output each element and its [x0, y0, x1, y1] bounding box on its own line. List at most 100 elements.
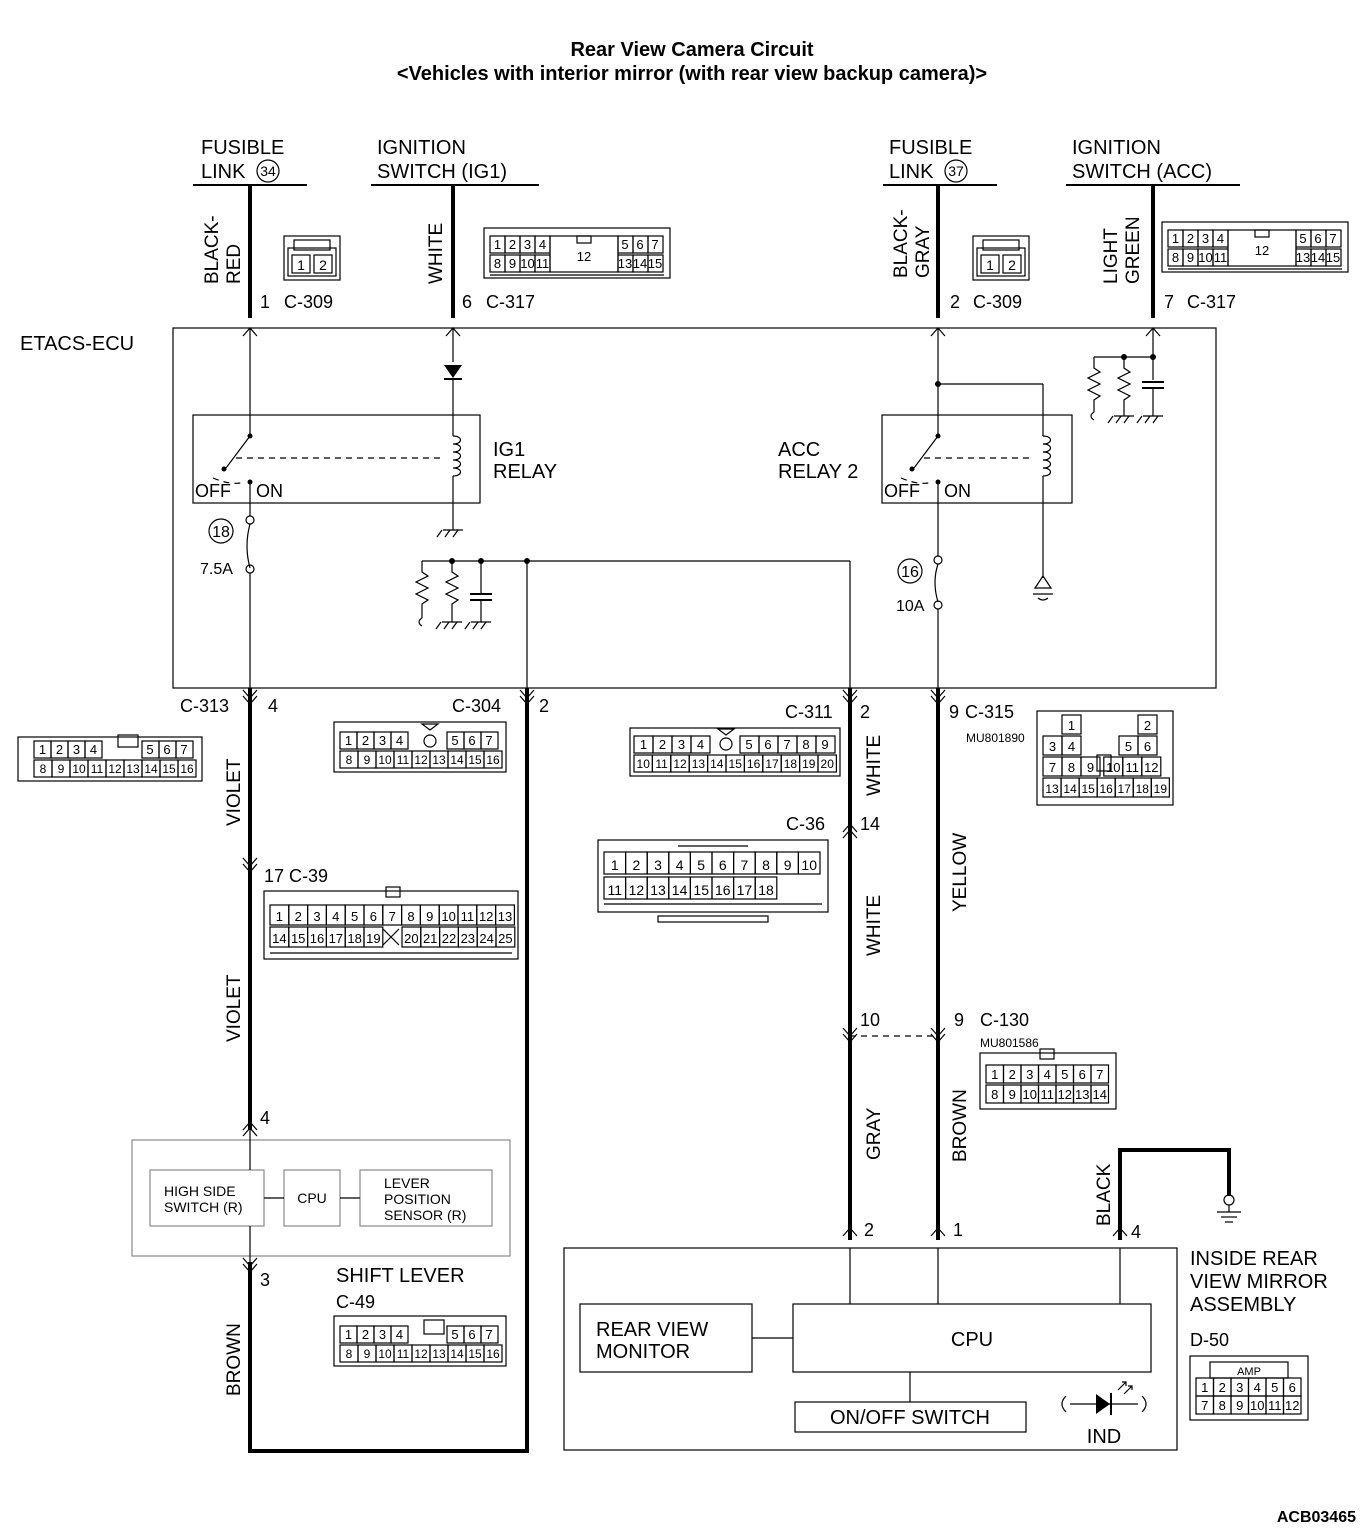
- pin-number: 3: [1202, 231, 1209, 246]
- pin-label: 2: [860, 702, 870, 722]
- pin-number: 13: [498, 909, 512, 924]
- pin-number: 15: [162, 762, 176, 776]
- pin-number: 9: [509, 256, 516, 271]
- svg-text:IGNITION: IGNITION: [1072, 137, 1161, 159]
- pin-number: 10: [520, 256, 534, 271]
- pin-number: 12: [414, 1347, 428, 1361]
- pin-number: 5: [351, 909, 358, 924]
- pin-number: 3: [73, 742, 80, 757]
- pin-number: 13: [650, 882, 666, 898]
- pin-number: 14: [1093, 1087, 1107, 1102]
- pin-number: 2: [633, 857, 641, 873]
- svg-text:ON: ON: [944, 481, 971, 501]
- pin-number: 11: [1268, 1398, 1282, 1413]
- part-number: MU801890: [966, 731, 1025, 745]
- pin-number: 22: [442, 931, 456, 946]
- mirror-cpu-box: [792, 1303, 1152, 1373]
- pin-number: 6: [1289, 1380, 1296, 1395]
- pin-number: 17: [329, 931, 343, 946]
- pin-number: 12: [108, 762, 122, 776]
- pin-label: 3: [260, 1270, 270, 1290]
- svg-text:POSITION: POSITION: [384, 1191, 451, 1207]
- connector-label-c315: C-315: [965, 702, 1014, 722]
- pin-number: 15: [468, 1347, 482, 1361]
- pin-number: 11: [397, 1347, 410, 1361]
- svg-text:SWITCH (IG1): SWITCH (IG1): [377, 161, 507, 183]
- source-ignition-switch-acc: IGNITION SWITCH (ACC): [1066, 137, 1240, 186]
- pin-number: 4: [676, 857, 684, 873]
- source-ignition-switch-ig1: IGNITION SWITCH (IG1): [371, 137, 539, 186]
- pin-number: 1: [345, 1327, 352, 1342]
- pin-number: 20: [404, 931, 418, 946]
- pin-number: 10: [378, 1347, 392, 1361]
- pin-number: 11: [608, 882, 623, 898]
- pin-number: 14: [1311, 250, 1325, 265]
- pin-number: 21: [423, 931, 437, 946]
- etacs-top-terminals: [242, 327, 1161, 337]
- pin-number: 16: [180, 762, 194, 776]
- pin-number: 18: [347, 931, 361, 946]
- shift-lever-assembly: HIGH SIDE SWITCH (R) CPU LEVER POSITION …: [131, 1130, 511, 1262]
- transistor-ground-icon: [1033, 574, 1053, 589]
- pin-number: 4: [539, 237, 546, 252]
- svg-text:VIEW MIRROR: VIEW MIRROR: [1190, 1271, 1328, 1293]
- pin-number: 7: [485, 733, 492, 748]
- etacs-ecu-label: ETACS-ECU: [20, 333, 134, 355]
- pin-number: 8: [802, 737, 809, 752]
- pin-number: 10: [637, 757, 651, 771]
- connector-label-c49: C-49: [336, 1292, 375, 1312]
- pin-number: 19: [1154, 782, 1168, 796]
- pin-number: 3: [379, 1327, 386, 1342]
- pin-number: 1: [39, 742, 46, 757]
- pin-number: 7: [180, 742, 187, 757]
- svg-text:1: 1: [986, 257, 994, 273]
- pin-number: 3: [1049, 739, 1056, 754]
- pin-number: 4: [332, 909, 339, 924]
- ig1-relay-circuit: OFF ON IG1 RELAY 18 7.5A: [192, 328, 557, 688]
- pin-number: 4: [1044, 1067, 1051, 1082]
- pin-number: 25: [498, 931, 512, 946]
- inside-rear-view-mirror-assembly: REAR VIEW MONITOR CPU ON/OFF SWITCH IND: [563, 1247, 1178, 1451]
- pin-number: 16: [486, 753, 500, 767]
- pin-number: 2: [362, 1327, 369, 1342]
- pin-number: 1: [1201, 1380, 1208, 1395]
- etacs-bottom-terminals: [242, 689, 946, 705]
- pin-number: 7: [1201, 1398, 1208, 1413]
- pin-number: 14: [450, 1347, 464, 1361]
- pin-number: 9: [1187, 250, 1194, 265]
- pin-number: 17: [765, 757, 779, 771]
- pin-number: 5: [697, 857, 705, 873]
- pin-number: 1: [991, 1067, 998, 1082]
- svg-text:FUSIBLE: FUSIBLE: [201, 137, 284, 159]
- pin-number: 15: [1326, 250, 1340, 265]
- pin-number: 11: [536, 256, 550, 271]
- pin-number: 8: [1219, 1398, 1226, 1413]
- pin-number: 2: [509, 237, 516, 252]
- rear-view-monitor-label: REAR VIEW: [596, 1319, 708, 1341]
- pin-number: 19: [802, 757, 816, 771]
- diagram-subtitle: <Vehicles with interior mirror (with rea…: [397, 63, 987, 85]
- pin-number: 16: [310, 931, 324, 946]
- pin-number: 4: [396, 1327, 403, 1342]
- pin-number: 4: [697, 737, 704, 752]
- fuse-16-icon: [933, 555, 943, 565]
- pin-number: 15: [729, 757, 743, 771]
- svg-text:2: 2: [1008, 257, 1016, 273]
- pin-number: 2: [295, 909, 302, 924]
- ig1-relay-box: [192, 414, 481, 504]
- pin-number: 14: [672, 882, 688, 898]
- pin-number: 14: [633, 256, 647, 271]
- svg-text:7.5A: 7.5A: [200, 561, 233, 578]
- svg-text:1: 1: [297, 257, 305, 273]
- pin-number: 8: [1068, 760, 1075, 775]
- pin-number: 15: [1081, 782, 1095, 796]
- pin-number: 9: [364, 753, 371, 767]
- pin-number: 12: [1144, 760, 1158, 775]
- pin-number: 5: [146, 742, 153, 757]
- mirror-assembly-label: INSIDE REAR: [1190, 1248, 1318, 1270]
- svg-text:LINK: LINK: [201, 161, 246, 183]
- pin-number: 6: [1314, 231, 1321, 246]
